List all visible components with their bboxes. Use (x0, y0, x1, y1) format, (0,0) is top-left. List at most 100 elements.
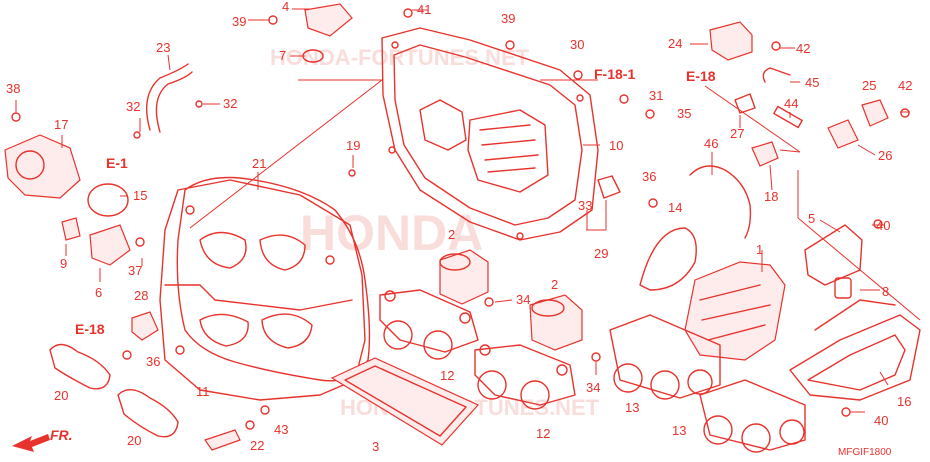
label-16: 16 (897, 394, 911, 409)
label-22: 22 (250, 438, 264, 453)
ref-e18-left: E-18 (75, 321, 105, 337)
label-7: 7 (279, 48, 286, 63)
gasket-20b (117, 389, 179, 438)
label-4: 4 (282, 0, 289, 14)
label-21: 21 (252, 156, 266, 171)
ref-f18-1: F-18-1 (594, 66, 635, 82)
label-31: 31 (649, 88, 663, 103)
funnel-2b (529, 294, 583, 351)
label-15: 15 (133, 188, 147, 203)
label-2a: 2 (448, 227, 455, 242)
label-20b: 20 (127, 433, 141, 448)
label-38: 38 (6, 81, 20, 96)
label-6: 6 (95, 285, 102, 300)
label-25: 25 (862, 78, 876, 93)
air-cleaner-seal (176, 176, 371, 382)
manifold-12b (474, 344, 576, 410)
label-37: 37 (128, 263, 142, 278)
plug-8 (834, 277, 852, 299)
chamber-5 (804, 224, 863, 286)
ring-14 (639, 227, 697, 291)
label-32b: 32 (223, 96, 237, 111)
label-39a: 39 (232, 14, 246, 29)
valve-26 (827, 119, 859, 149)
label-40a: 40 (876, 218, 890, 233)
label-24: 24 (668, 36, 682, 51)
joint-13a (609, 314, 721, 400)
label-34a: 34 (516, 292, 530, 307)
label-43: 43 (274, 422, 288, 437)
label-13b: 13 (672, 423, 686, 438)
ref-e1: E-1 (106, 155, 128, 171)
housing-16 (789, 299, 921, 401)
leader-lines (15, 8, 921, 413)
sensor-28 (131, 311, 159, 341)
part-27 (734, 93, 756, 114)
air-cleaner-cover (381, 27, 599, 241)
label-28: 28 (134, 288, 148, 303)
label-18: 18 (764, 189, 778, 204)
label-36a: 36 (642, 169, 656, 184)
label-9: 9 (60, 256, 67, 271)
part-24 (709, 21, 753, 61)
label-26: 26 (878, 148, 892, 163)
label-35: 35 (677, 106, 691, 121)
front-arrow: FR. (12, 427, 73, 452)
label-5: 5 (808, 211, 815, 226)
air-cleaner-case (159, 179, 366, 415)
part-6 (89, 224, 131, 266)
label-42b: 42 (898, 78, 912, 93)
label-17: 17 (54, 117, 68, 132)
ref-e18-top: E-18 (686, 68, 716, 84)
label-19: 19 (346, 138, 360, 153)
label-36b: 36 (146, 354, 160, 369)
part-18 (751, 141, 779, 167)
hose-45 (762, 67, 791, 83)
joint-13b (699, 379, 806, 453)
label-10: 10 (609, 138, 623, 153)
funnel-2a (439, 249, 489, 305)
label-14: 14 (668, 200, 682, 215)
label-27: 27 (730, 126, 744, 141)
label-42a: 42 (796, 41, 810, 56)
label-13a: 13 (625, 400, 639, 415)
label-29: 29 (594, 246, 608, 261)
gasket-20a (49, 343, 111, 390)
hose-23 (146, 63, 189, 131)
label-1: 1 (756, 242, 763, 257)
part-4 (304, 3, 353, 37)
clip-22 (204, 429, 241, 451)
label-33: 33 (578, 198, 592, 213)
part-9 (61, 217, 81, 241)
filter-element-1 (684, 261, 786, 361)
label-39b: 39 (501, 11, 515, 26)
label-44: 44 (784, 96, 798, 111)
label-3: 3 (372, 439, 379, 454)
o-ring-15 (87, 183, 129, 217)
label-32a: 32 (126, 99, 140, 114)
label-20a: 20 (54, 388, 68, 403)
front-label: FR. (50, 427, 73, 443)
watermark-site-top: HONDA-FORTUNES.NET (270, 45, 530, 70)
label-12a: 12 (440, 368, 454, 383)
label-30: 30 (570, 37, 584, 52)
part-29 (597, 175, 621, 199)
watermark-honda: HONDA (300, 205, 483, 261)
label-8: 8 (882, 284, 889, 299)
valve-17 (4, 134, 81, 199)
label-11: 11 (196, 384, 210, 399)
hose-46 (689, 165, 752, 239)
label-40b: 40 (874, 413, 888, 428)
label-23: 23 (156, 40, 170, 55)
label-2b: 2 (551, 277, 558, 292)
manifold-12a (379, 289, 479, 360)
label-41: 41 (417, 2, 431, 17)
label-34b: 34 (586, 380, 600, 395)
label-46: 46 (704, 136, 718, 151)
part-25 (861, 99, 889, 127)
diagram-code: MFGIF1800 (838, 447, 892, 458)
filter-element-3 (330, 357, 479, 446)
label-45: 45 (805, 75, 819, 90)
